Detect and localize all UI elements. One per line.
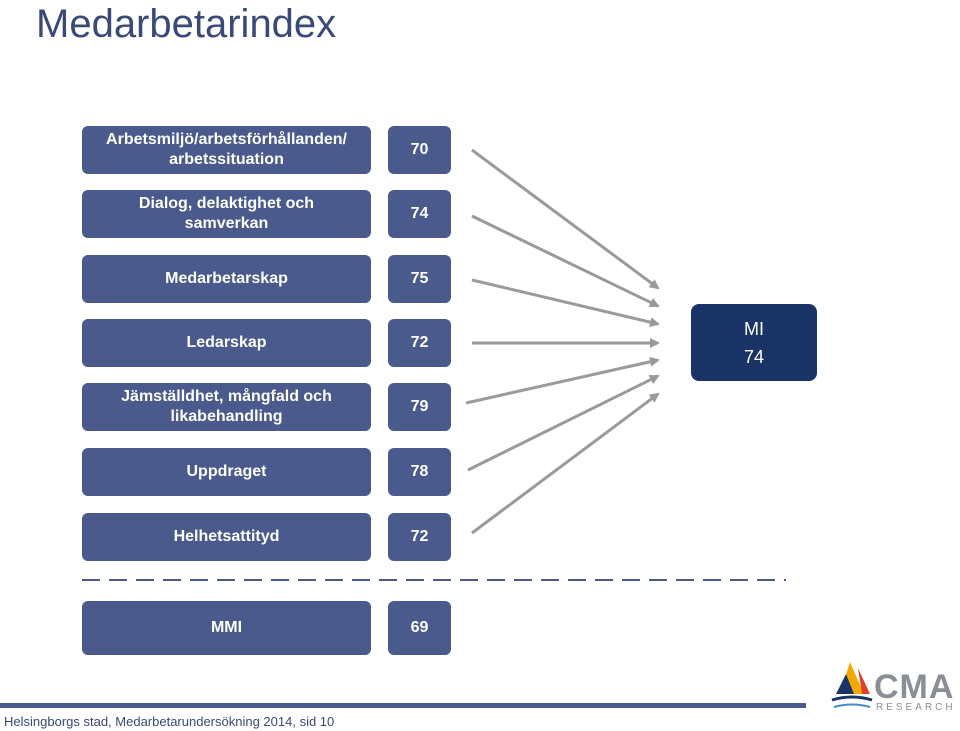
footer-text: Helsingborgs stad, Medarbetarundersöknin… [4,714,335,729]
index-label-line2: likabehandling [170,408,283,425]
arrow-line [467,374,660,472]
index-value-box: 72 [388,513,451,561]
index-label-box: Ledarskap [82,319,371,367]
logo-sub: RESEARCH [876,702,956,713]
index-label-line1: Uppdraget [186,463,267,480]
index-value: 70 [410,141,429,158]
index-value-box: 74 [388,190,451,238]
index-label-box: Uppdraget [82,448,371,496]
index-label-line1: Helhetsattityd [173,528,280,545]
mi-label: MI [744,318,764,339]
index-label-line2: samverkan [184,215,269,232]
index-value: 72 [410,334,429,351]
index-label-line1: Jämställdhet, mångfald och [121,388,332,405]
index-label-box: Dialog, delaktighet och samverkan [82,190,371,238]
mmi-value-box: 69 [388,601,451,655]
page-title: Medarbetarindex [36,2,337,46]
logo-name: CMA [874,668,955,706]
index-label-box: Medarbetarskap [82,255,371,303]
index-label-box: Jämställdhet, mångfald och likabehandling [82,383,371,431]
footer-bar [0,703,806,708]
arrow-line [465,356,660,405]
arrow-line [471,148,660,290]
index-label-box: Helhetsattityd [82,513,371,561]
arrow-line [471,214,660,308]
cma-logo-icon [831,662,873,708]
mmi-value: 69 [410,619,429,636]
mmi-label-box: MMI [82,601,371,655]
index-value-box: 70 [388,126,451,174]
index-label-line1: Dialog, delaktighet och [138,195,315,212]
index-value: 78 [410,463,429,480]
index-value-box: 79 [388,383,451,431]
index-value-box: 78 [388,448,451,496]
mmi-label: MMI [210,619,243,636]
arrow-line [471,278,660,328]
index-value: 79 [410,398,429,415]
index-label-box: Arbetsmiljö/arbetsförhållanden/arbetssit… [82,126,371,174]
index-label-line1: Arbetsmiljö/arbetsförhållanden/ [106,131,347,148]
index-value-box: 72 [388,319,451,367]
index-value: 74 [410,205,429,222]
mi-value: 74 [743,346,765,367]
index-value: 72 [410,528,429,545]
index-value-box: 75 [388,255,451,303]
index-label-line2: arbetssituation [169,151,284,168]
index-label-line1: Medarbetarskap [165,270,288,287]
arrow-line [471,392,660,535]
index-label-line1: Ledarskap [186,334,267,351]
index-value: 75 [410,270,429,287]
mi-box: MI 74 [691,304,817,381]
